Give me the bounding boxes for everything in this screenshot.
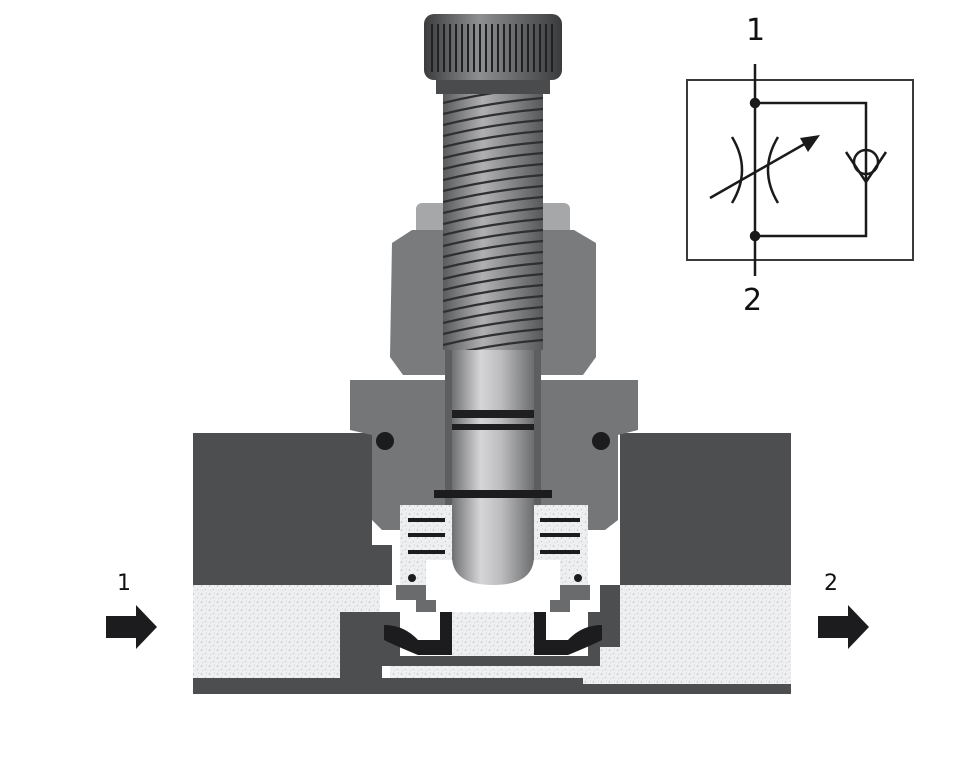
seals	[376, 432, 610, 582]
thread-line	[443, 305, 543, 325]
thread-line	[443, 206, 543, 226]
thread-line	[443, 184, 543, 204]
valve-body	[193, 433, 791, 694]
thread-line	[443, 96, 543, 116]
knurled-knob	[424, 14, 562, 94]
thread-line	[443, 162, 543, 182]
thread-line	[443, 316, 543, 336]
adjusting-stem	[452, 330, 534, 585]
thread-line	[443, 173, 543, 193]
thread-line	[443, 195, 543, 215]
thread-line	[443, 140, 543, 160]
thread-line	[443, 217, 543, 237]
thread-line	[443, 228, 543, 248]
fluid-passage	[193, 585, 380, 678]
thread-line	[443, 261, 543, 281]
outlet-arrow	[818, 605, 869, 649]
thread-line	[443, 151, 543, 171]
thread-line	[443, 118, 543, 138]
thread-line	[443, 272, 543, 292]
symbol-port-top-label: 1	[746, 13, 766, 48]
thread-line	[443, 107, 543, 127]
thread-line	[443, 239, 543, 259]
inlet-arrow	[106, 605, 157, 649]
thread-line	[443, 250, 543, 270]
thread-line	[443, 129, 543, 149]
threaded-screw	[443, 88, 543, 350]
thread-line	[443, 327, 543, 347]
check-lip-seals	[384, 585, 602, 656]
symbol-port-bottom-label: 2	[743, 283, 763, 318]
flow-control-symbol	[686, 64, 914, 276]
thread-line	[443, 294, 543, 314]
outlet-port-label: 2	[824, 571, 838, 596]
thread-line	[465, 338, 543, 350]
inlet-port-label: 1	[117, 571, 131, 596]
thread-line	[443, 283, 543, 303]
